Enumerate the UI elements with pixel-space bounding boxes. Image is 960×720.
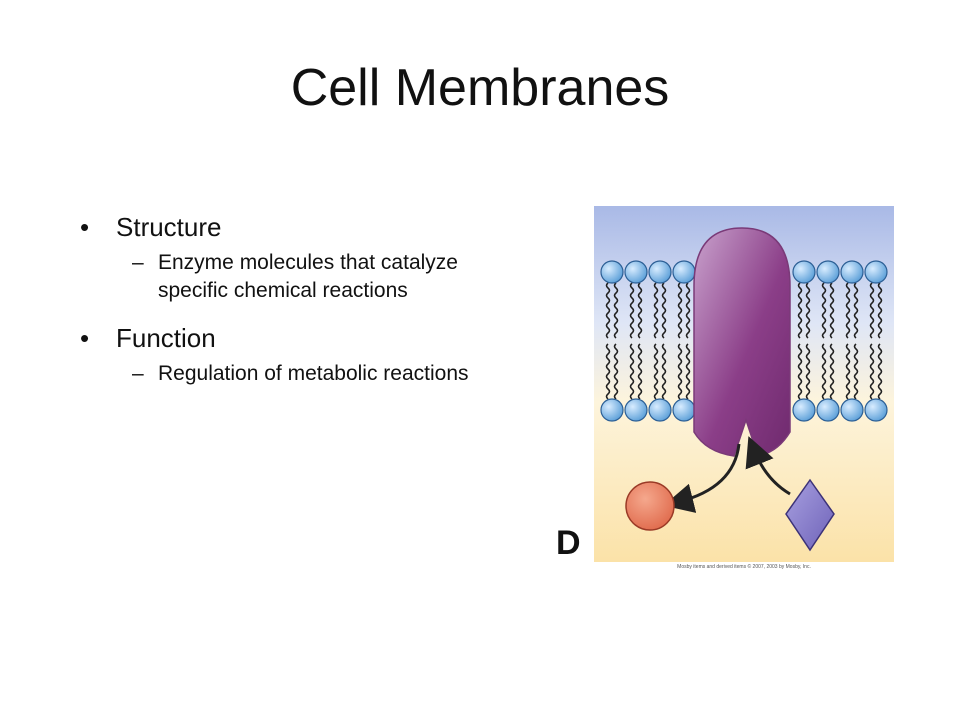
phospholipid-head	[648, 398, 672, 422]
bullet-list: • Structure – Enzyme molecules that cata…	[80, 212, 500, 406]
phospholipid-head	[600, 260, 624, 284]
phospholipid-head	[624, 260, 648, 284]
panel-letter: D	[556, 524, 581, 562]
substrate-arrow	[745, 436, 791, 496]
lipid-tail	[629, 343, 635, 400]
phospholipid-head	[816, 398, 840, 422]
phospholipid-head	[672, 398, 696, 422]
bullet-label-structure: Structure	[116, 212, 222, 242]
bullet-label-function: Function	[116, 323, 216, 353]
phospholipid-head	[624, 398, 648, 422]
phospholipid-head	[792, 260, 816, 284]
lipid-tail	[661, 282, 667, 339]
lipid-tail	[797, 343, 803, 400]
lipid-tail	[821, 282, 827, 339]
lipid-tail	[685, 282, 691, 339]
product-molecule	[625, 481, 675, 531]
lipid-tail	[877, 343, 883, 400]
lipid-tail	[845, 343, 851, 400]
figure-credit: Mosby items and derived items © 2007, 20…	[677, 564, 811, 570]
phospholipid-head	[672, 260, 696, 284]
lipid-tail	[629, 282, 635, 339]
lipid-tail	[677, 343, 683, 400]
lipid-tail	[613, 282, 619, 339]
phospholipid-head	[600, 398, 624, 422]
lipid-tail	[853, 282, 859, 339]
lipid-tail	[821, 343, 827, 400]
sub-bullet-text-function: Regulation of metabolic reactions	[158, 362, 469, 385]
lipid-tail	[637, 343, 643, 400]
lipid-tail	[653, 343, 659, 400]
bullet-dot: •	[80, 212, 90, 242]
lipid-tail	[805, 282, 811, 339]
phospholipid-head	[648, 260, 672, 284]
lipid-tail	[613, 343, 619, 400]
phospholipid-head	[864, 398, 888, 422]
bullet-structure: • Structure	[80, 212, 500, 243]
substrate-molecule	[785, 478, 835, 552]
lipid-tails	[605, 282, 883, 400]
lipid-tail	[877, 282, 883, 339]
bullet-function: • Function	[80, 323, 500, 354]
phospholipid-head	[864, 260, 888, 284]
lipid-tail	[677, 282, 683, 339]
sub-bullet-text-structure: Enzyme molecules that catalyze specific …	[158, 251, 458, 302]
lipid-tail	[853, 343, 859, 400]
lipid-tail	[829, 343, 835, 400]
lipid-tail	[797, 282, 803, 339]
lipid-tail	[869, 343, 875, 400]
lipid-tail	[805, 343, 811, 400]
lipid-tail	[661, 343, 667, 400]
lipid-tail	[605, 343, 611, 400]
phospholipid-head	[816, 260, 840, 284]
lipid-tail	[869, 282, 875, 339]
lipid-tail	[685, 343, 691, 400]
bullet-dot: •	[80, 323, 90, 353]
phospholipid-head	[840, 260, 864, 284]
lipid-tail	[653, 282, 659, 339]
lipid-tail	[829, 282, 835, 339]
phospholipid-heads	[600, 260, 888, 422]
slide-title: Cell Membranes	[290, 59, 670, 117]
product-arrow	[663, 443, 741, 513]
enzyme-membrane-diagram	[594, 206, 894, 562]
sub-bullet-dash: –	[132, 362, 144, 385]
sub-bullet-dash: –	[132, 251, 144, 274]
lipid-tail	[845, 282, 851, 339]
sub-bullet-structure: – Enzyme molecules that catalyze specifi…	[80, 249, 500, 305]
lipid-tail	[637, 282, 643, 339]
phospholipid-head	[840, 398, 864, 422]
sub-bullet-function: – Regulation of metabolic reactions	[80, 360, 500, 388]
lipid-tail	[605, 282, 611, 339]
phospholipid-head	[792, 398, 816, 422]
membrane-protein-enzyme	[693, 227, 791, 457]
